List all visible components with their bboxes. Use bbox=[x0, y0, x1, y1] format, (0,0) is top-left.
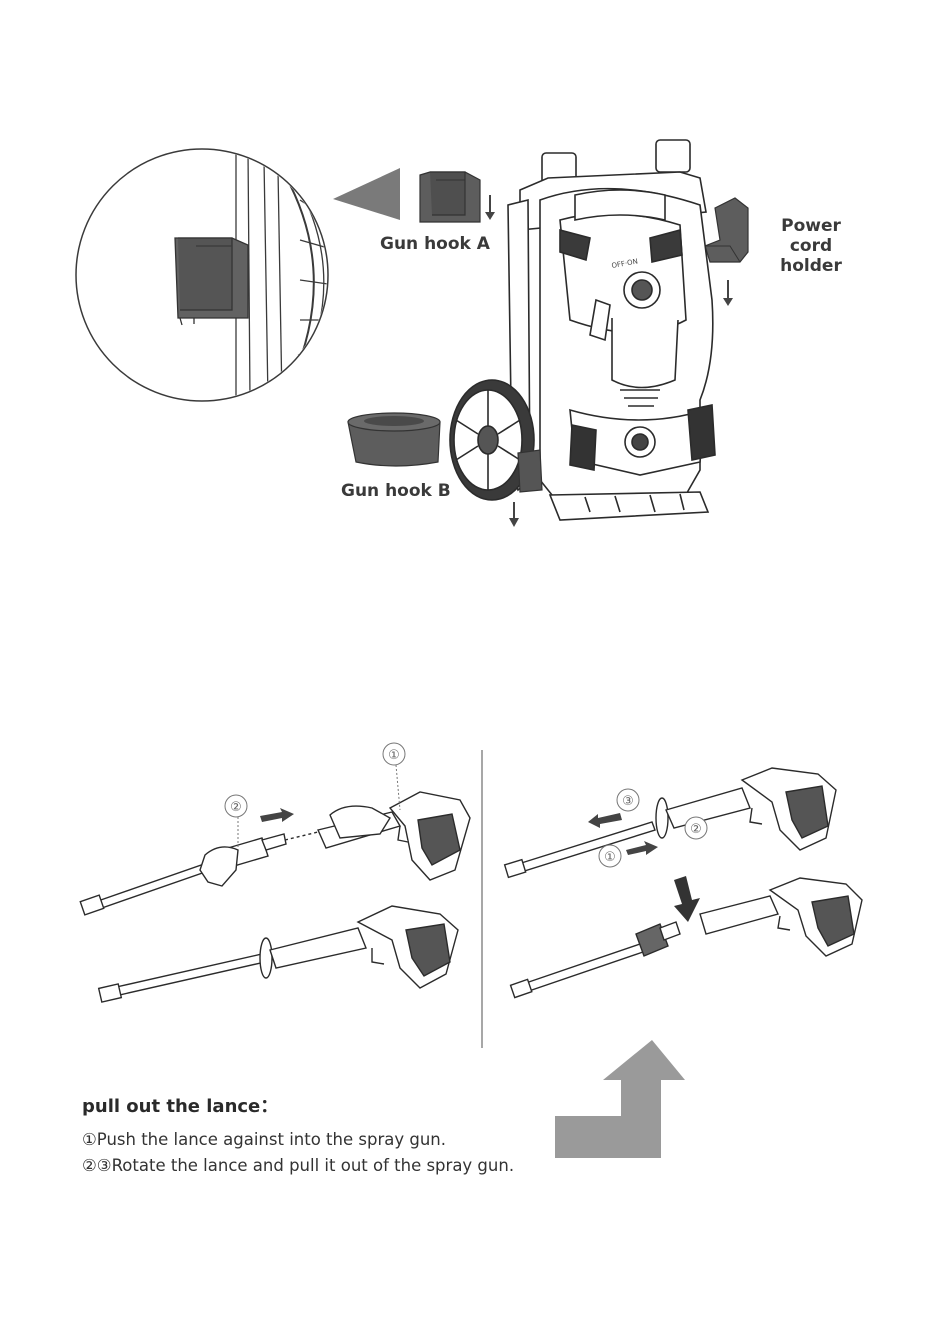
power-cord-holder-label: Power cord holder bbox=[760, 216, 862, 276]
left-bottom-assembly bbox=[99, 906, 458, 1002]
instructions-heading: pull out the lance： bbox=[82, 1092, 278, 1118]
arrow-down-icon bbox=[509, 502, 519, 527]
detail-magnifier-circle bbox=[76, 149, 335, 401]
marker-text: ③ bbox=[622, 794, 634, 809]
mounted-gun-hook-b bbox=[518, 450, 542, 492]
marker-right-top-1: ① bbox=[599, 845, 621, 867]
marker-text: ① bbox=[388, 748, 400, 763]
instruction-step-1: ①Push the lance against into the spray g… bbox=[82, 1130, 446, 1149]
gun-hook-b-part bbox=[348, 413, 440, 466]
arrow-down-icon bbox=[485, 195, 495, 220]
arrow-left-icon bbox=[588, 813, 622, 828]
right-top-assembly bbox=[505, 768, 836, 877]
power-cord-holder-label-line2: holder bbox=[760, 256, 862, 276]
marker-left-top-1: ① bbox=[383, 743, 405, 810]
large-direction-arrow-icon bbox=[555, 1040, 690, 1160]
gun-hook-a-label: Gun hook A bbox=[380, 234, 490, 254]
marker-right-top-3: ③ bbox=[617, 789, 639, 811]
instruction-step-2: ②③Rotate the lance and pull it out of th… bbox=[82, 1156, 514, 1175]
marker-right-top-2: ② bbox=[685, 817, 707, 839]
power-cord-holder-label-line1: Power cord bbox=[760, 216, 862, 256]
arrow-down-icon bbox=[723, 280, 733, 306]
magnifier-pointer bbox=[333, 168, 400, 220]
marker-text: ② bbox=[230, 800, 242, 815]
power-cord-holder-part bbox=[705, 198, 748, 262]
gun-hook-a-part bbox=[420, 172, 480, 222]
arrow-right-icon bbox=[260, 808, 294, 822]
marker-left-top-2: ② bbox=[225, 795, 247, 848]
left-top-assembly bbox=[80, 792, 470, 915]
gun-hook-b-label: Gun hook B bbox=[341, 481, 451, 501]
marker-text: ① bbox=[604, 850, 616, 865]
arrow-down-icon bbox=[674, 876, 700, 922]
pressure-washer-illustration: OFF·ON bbox=[0, 0, 932, 560]
arrow-right-icon bbox=[626, 841, 658, 855]
marker-text: ② bbox=[690, 822, 702, 837]
lance-spray-gun-illustration: ① ② ③ ② ① bbox=[0, 730, 932, 1060]
